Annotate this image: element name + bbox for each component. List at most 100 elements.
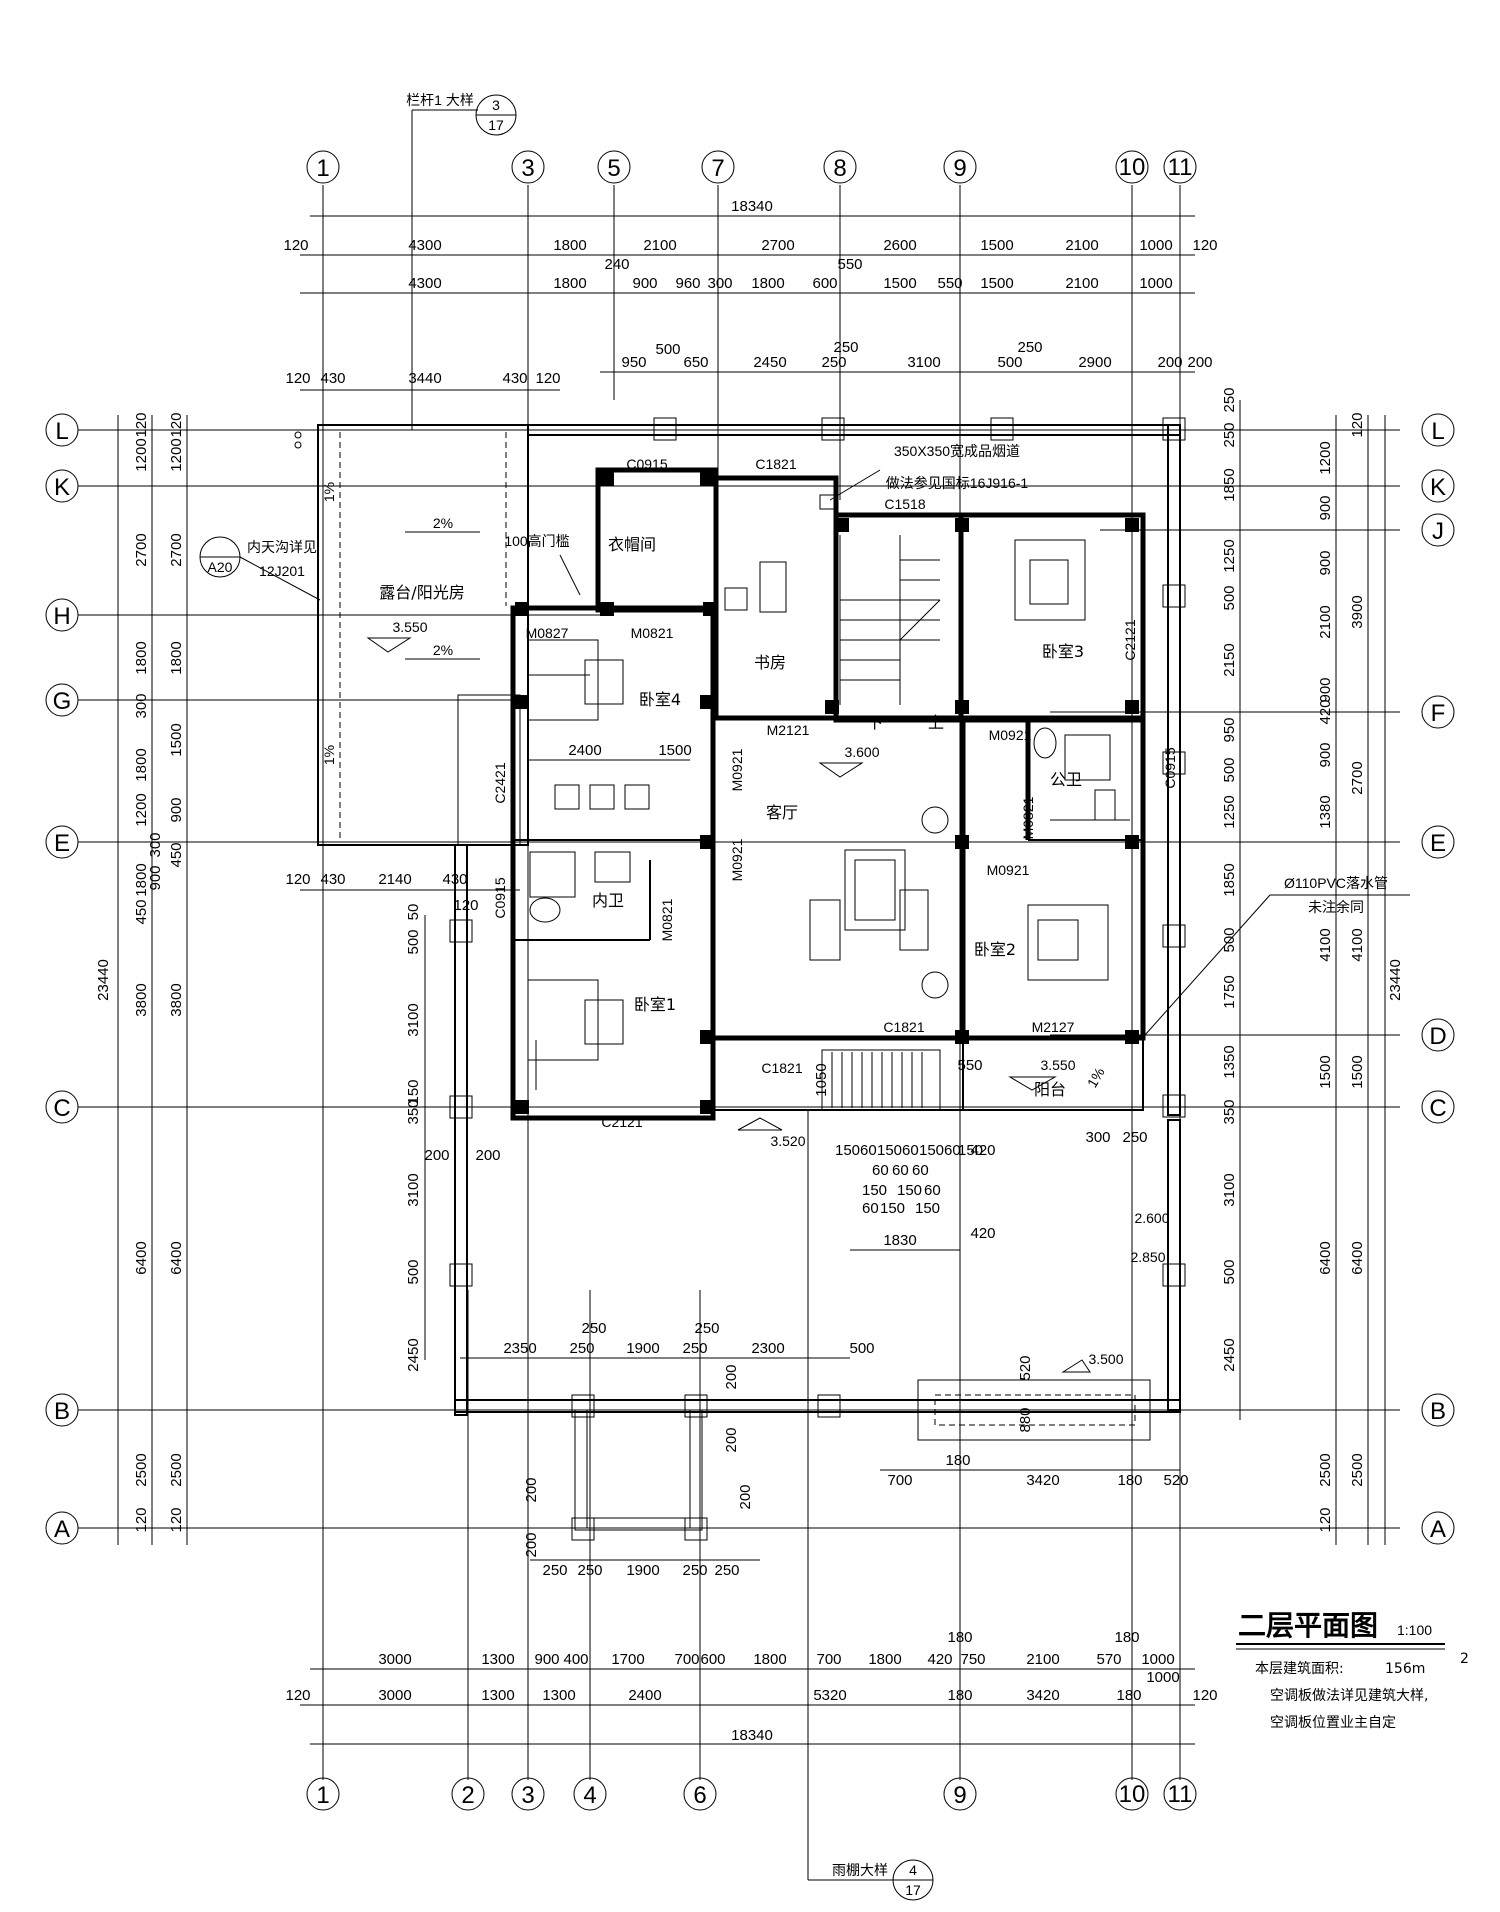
- dim-text: 300: [133, 693, 150, 718]
- dim-text: 650: [683, 354, 708, 371]
- dim-text: 50: [405, 904, 422, 921]
- dims-bottom: 18340 3000 1300 900 400 1700 700 600 180…: [285, 1629, 1218, 1745]
- room-bed1: 卧室1: [634, 995, 676, 1014]
- dim-text: 2100: [643, 237, 676, 254]
- entry-steps: [821, 1049, 941, 1111]
- level-mark: 3.500: [1088, 1351, 1123, 1367]
- callout-gutter-sheet: A20: [208, 559, 233, 575]
- dim-text: 500: [997, 354, 1022, 371]
- dim-text: 60: [872, 1162, 889, 1179]
- dims-misc: 120 430 2140 430 120 2400 1500 1050 550 …: [285, 742, 1188, 1579]
- level-mark: 3.550: [1040, 1057, 1075, 1073]
- dim-text: 1000: [1139, 237, 1172, 254]
- slope-mark: 2%: [433, 642, 453, 658]
- dim-text: 600: [812, 275, 837, 292]
- dim-text: 1000: [1141, 1651, 1174, 1668]
- dim-text: 200: [475, 1147, 500, 1164]
- dim-text: 1800: [133, 748, 150, 781]
- axis-left-label: L: [55, 418, 68, 445]
- dim-text: 900: [168, 797, 185, 822]
- dim-text: 1300: [481, 1651, 514, 1668]
- callout-canopy-sheet: 17: [905, 1882, 921, 1898]
- axis-top-label: 10: [1119, 154, 1146, 181]
- dim-text: 1200: [1317, 441, 1334, 474]
- axis-right-label: L: [1431, 418, 1444, 445]
- area-label: 本层建筑面积:: [1255, 1661, 1344, 1677]
- dim-text: 120: [133, 412, 150, 437]
- dim-text: 1800: [753, 1651, 786, 1668]
- dim-text: 1000: [1146, 1669, 1179, 1686]
- dim-text: 120: [535, 370, 560, 387]
- dim-text: 1200: [133, 793, 150, 826]
- axis-left-label: K: [54, 474, 70, 501]
- dim-text: 4100: [1349, 928, 1366, 961]
- room-bath-in: 内卫: [592, 891, 624, 910]
- dim-text: 880: [1017, 1407, 1034, 1432]
- dim-text: 350: [1221, 1099, 1238, 1124]
- slope-mark: 1%: [321, 482, 337, 502]
- dim-text: 250: [542, 1562, 567, 1579]
- callout-railing-num: 3: [492, 97, 500, 113]
- dim-text: 200: [1187, 354, 1212, 371]
- dim-text: 2700: [133, 533, 150, 566]
- dim-text: 150: [835, 1142, 860, 1159]
- dim-text: 430: [502, 370, 527, 387]
- callout-chimney: 350X350宽成品烟道 做法参见国标16J916-1: [819, 443, 1028, 510]
- dim-text: 60: [892, 1162, 909, 1179]
- dim-text: 150: [915, 1200, 940, 1217]
- callout-canopy: 雨棚大样 4 17: [807, 1110, 934, 1901]
- axis-left-label: H: [53, 603, 70, 630]
- axis-bottom-label: 10: [1119, 1781, 1146, 1808]
- dim-text: 1200: [133, 438, 150, 471]
- dim-text: 750: [960, 1651, 985, 1668]
- slope-mark: 1%: [1084, 1065, 1108, 1091]
- dim-text: 2500: [168, 1453, 185, 1486]
- dim-text: 420: [1317, 699, 1334, 724]
- dim-text: 500: [405, 929, 422, 954]
- dim-text: 520: [1163, 1472, 1188, 1489]
- dim-text: 1700: [611, 1651, 644, 1668]
- level-mark: 3.550: [392, 619, 427, 635]
- dim-text: 3900: [1349, 595, 1366, 628]
- room-living: 客厅: [766, 803, 798, 822]
- tag-m0921: M0921: [989, 727, 1032, 743]
- dim-text: 1800: [553, 237, 586, 254]
- tag-c0915: C0915: [626, 456, 667, 472]
- axis-top-label: 5: [607, 155, 620, 182]
- dim-text: 60: [944, 1142, 961, 1159]
- dim-text: 3000: [378, 1687, 411, 1704]
- dim-text: 1800: [751, 275, 784, 292]
- dim-text: 1300: [542, 1687, 575, 1704]
- axis-left-label: G: [53, 688, 72, 715]
- dim-text: 6400: [1349, 1241, 1366, 1274]
- dim-text: 550: [957, 1057, 982, 1074]
- dim-text: 180: [947, 1687, 972, 1704]
- tag-m0921: M0921: [729, 748, 745, 791]
- axis-right-label: J: [1432, 518, 1444, 545]
- dim-text: 500: [849, 1340, 874, 1357]
- stair-up: 上: [928, 713, 944, 732]
- dim-text: 430: [320, 370, 345, 387]
- dim-text: 250: [682, 1340, 707, 1357]
- tag-c1821: C1821: [883, 1019, 924, 1035]
- parapet-top: [454, 424, 1181, 1416]
- dim-text: 2450: [405, 1338, 422, 1371]
- axis-bottom-label: 11: [1168, 1781, 1193, 1808]
- dim-text: 200: [723, 1364, 740, 1389]
- dim-text: 250: [682, 1562, 707, 1579]
- dims-right: 23440 120 1200 900 900 2100 900 420 900 …: [1221, 387, 1404, 1545]
- level-mark: 3.600: [844, 744, 879, 760]
- dim-text: 1900: [626, 1340, 659, 1357]
- dim-text: 420: [927, 1651, 952, 1668]
- dim-text: 180: [947, 1629, 972, 1646]
- dim-text: 2100: [1065, 237, 1098, 254]
- callout-threshold: 100高门槛: [504, 533, 581, 596]
- tag-c1821: C1821: [761, 1060, 802, 1076]
- stair-down: 下: [867, 713, 883, 732]
- tag-m0921: M0921: [729, 838, 745, 881]
- dim-text: 60: [860, 1142, 877, 1159]
- slope-mark: 2%: [433, 515, 453, 531]
- tag-m0921: M0921: [987, 862, 1030, 878]
- dim-text: 2100: [1317, 605, 1334, 638]
- levels: 3.550 3.600 3.550 3.520 2.600 2.850 3.50…: [366, 619, 1170, 1373]
